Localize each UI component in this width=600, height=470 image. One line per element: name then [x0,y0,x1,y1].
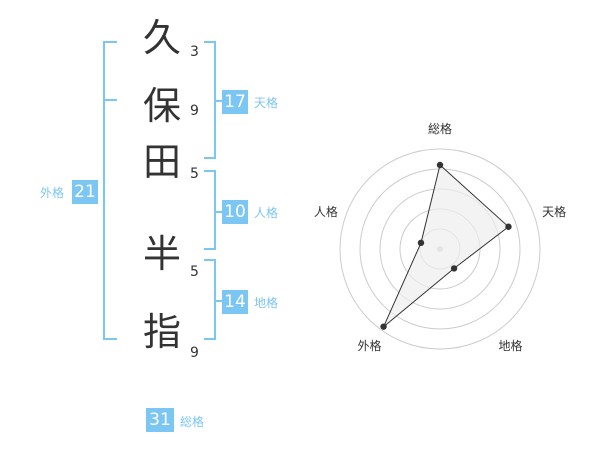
radar-grid-ring [339,148,541,350]
chikaku-bracket [214,259,216,340]
radar-shape [380,161,512,330]
jinkaku-bracket [214,170,216,250]
jinkaku-bracket-bottom [204,248,216,250]
radar-axis-label-5: 人格 [314,204,338,219]
chikaku-badge: 14 [222,290,248,314]
radar-point-4 [380,323,387,330]
radar-axis-label-2: 天格 [542,204,566,219]
name-char-3: 田 [142,140,181,184]
gaikaku-bracket-mid [103,99,117,101]
name-char-5: 指 [142,310,181,354]
gaikaku-badge: 21 [72,180,98,204]
gaikaku-label: 外格 [40,186,65,200]
stroke-count-3: 5 [190,166,199,182]
chikaku-bracket-bottom [204,338,216,340]
radar-point-2 [505,223,512,230]
radar-point-5 [417,239,425,247]
jinkaku-label: 人格 [254,206,279,220]
chikaku-label: 地格 [254,296,279,310]
jinkaku-badge: 10 [222,200,248,224]
soukaku-label: 総格 [180,415,205,429]
name-char-4: 半 [142,232,181,276]
radar-polygon [383,164,510,328]
chikaku-bracket-top [204,259,216,261]
soukaku-badge: 31 [146,408,174,432]
tenkaku-connector [214,100,222,102]
stroke-count-2: 9 [190,103,199,119]
name-char-1: 久 [142,16,181,60]
chikaku-connector [214,300,222,302]
tenkaku-bracket-bottom [204,157,216,159]
radar-axis-label-4: 外格 [357,338,381,353]
stroke-count-5: 9 [190,345,199,361]
tenkaku-label: 天格 [254,96,279,110]
gaikaku-bracket [103,41,105,340]
radar-axis-label-1: 総格 [428,121,452,136]
stroke-count-4: 5 [190,264,199,280]
gaikaku-bracket-top [103,41,117,43]
jinkaku-connector [214,211,222,213]
jinkaku-bracket-top [204,170,216,172]
stroke-count-1: 3 [190,44,199,60]
gaikaku-bracket-bottom [103,338,117,340]
name-char-2: 保 [142,84,181,128]
tenkaku-badge: 17 [222,90,248,114]
radar-axis-label-3: 地格 [498,338,522,353]
tenkaku-bracket-top [204,41,216,43]
radar-point-1 [436,161,444,169]
radar-point-3 [450,265,458,272]
